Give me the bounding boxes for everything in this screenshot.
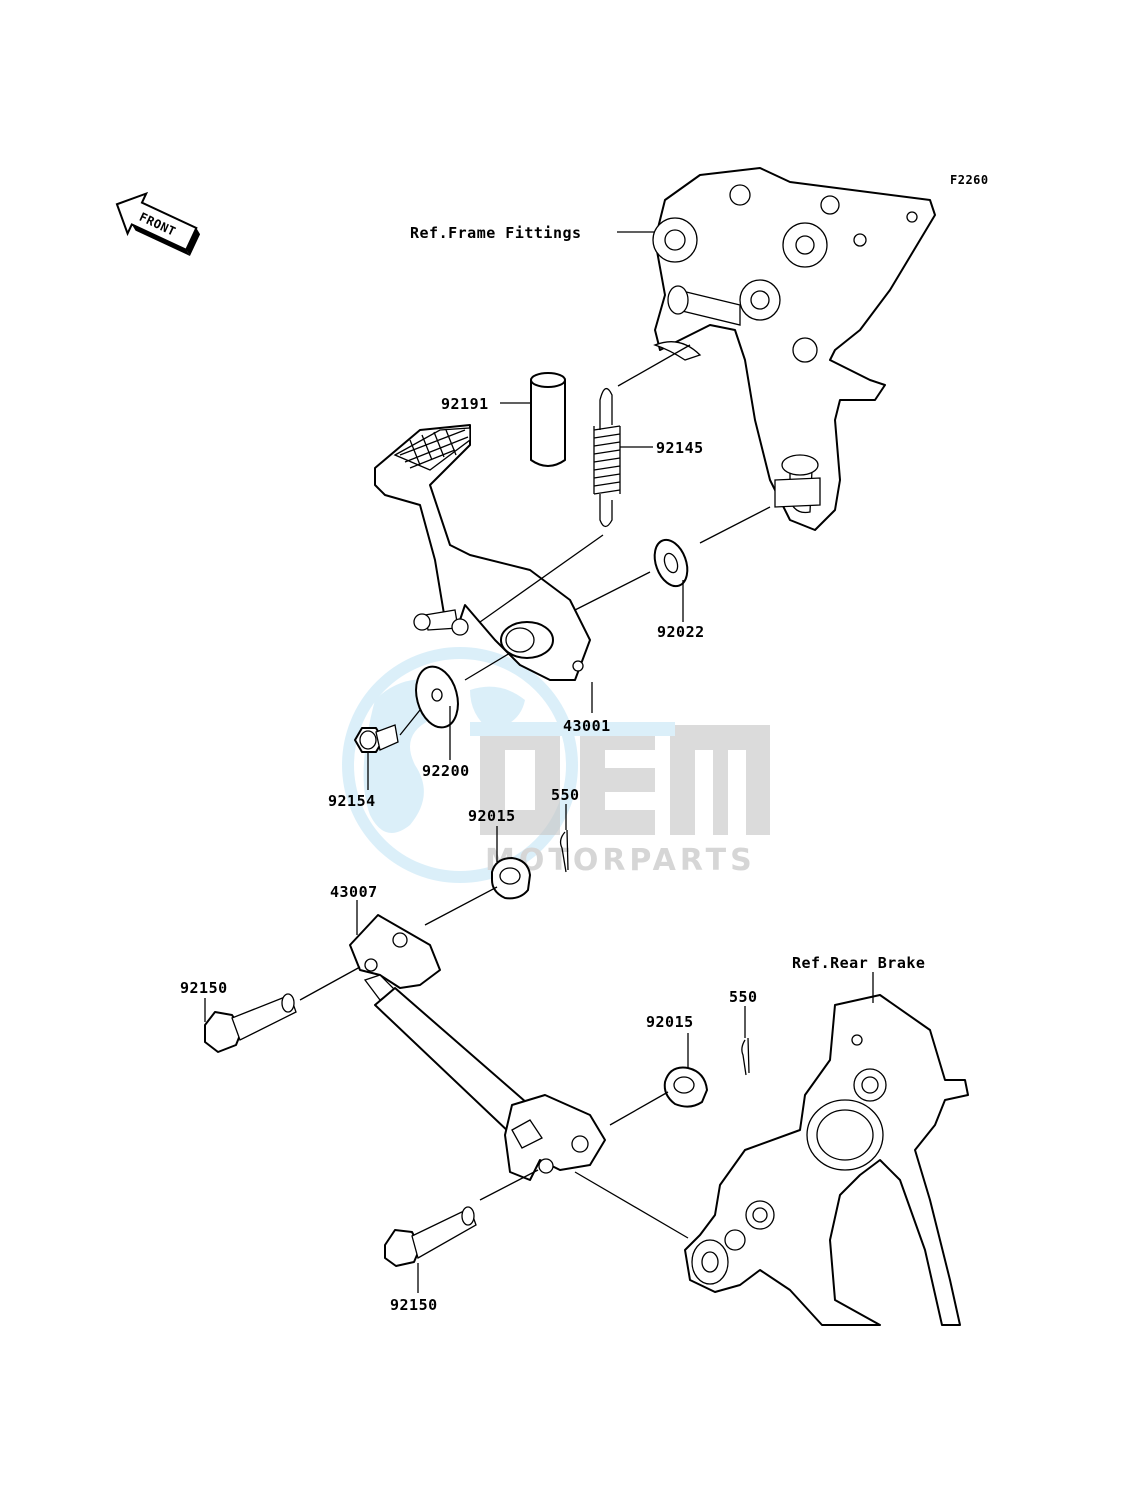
label-92150-top: 92150	[180, 979, 228, 997]
label-92200: 92200	[422, 762, 470, 780]
watermark-globe-ring	[342, 647, 578, 883]
bolt-92150-top	[204, 993, 297, 1053]
bolt-92150-bottom	[384, 1206, 477, 1267]
frame-fitting-bracket	[652, 167, 936, 531]
part-labels: Ref.Frame Fittings 92191 92145 92022 430…	[180, 224, 925, 1314]
leader-lines	[204, 231, 874, 1293]
cotter-pin-550-bottom	[741, 1037, 750, 1076]
sleeve-92191	[530, 372, 566, 467]
label-92015-top: 92015	[468, 807, 516, 825]
watermark-globe-land	[363, 679, 444, 833]
ref-frame-fittings-label: Ref.Frame Fittings	[410, 224, 582, 242]
label-92191: 92191	[441, 395, 489, 413]
label-92150-bottom: 92150	[390, 1296, 438, 1314]
rear-brake-bracket	[684, 994, 969, 1326]
washer-92200	[415, 665, 459, 729]
label-43007: 43007	[330, 883, 378, 901]
diagram-code: F2260	[950, 173, 989, 187]
cotter-pin-550-top	[559, 829, 569, 873]
collar-92015-top	[491, 857, 531, 900]
watermark-letter-m	[670, 725, 770, 835]
rod-43007	[349, 914, 606, 1181]
label-92015-bottom: 92015	[646, 1013, 694, 1031]
label-550-bottom: 550	[729, 988, 758, 1006]
ref-rear-brake-label: Ref.Rear Brake	[792, 954, 925, 972]
collar-92015-bottom	[663, 1066, 708, 1108]
spring-92145	[593, 388, 621, 528]
label-550-top: 550	[551, 786, 580, 804]
label-92154: 92154	[328, 792, 376, 810]
front-arrow-icon: FRONT	[115, 191, 201, 256]
washer-92022	[653, 538, 689, 588]
label-43001: 43001	[563, 717, 611, 735]
watermark-letter-e	[580, 725, 655, 835]
label-92022: 92022	[657, 623, 705, 641]
label-92145: 92145	[656, 439, 704, 457]
bolt-92154	[354, 724, 399, 753]
watermark: MOTORPARTS	[342, 647, 770, 883]
brake-pedal-43001	[374, 424, 591, 681]
